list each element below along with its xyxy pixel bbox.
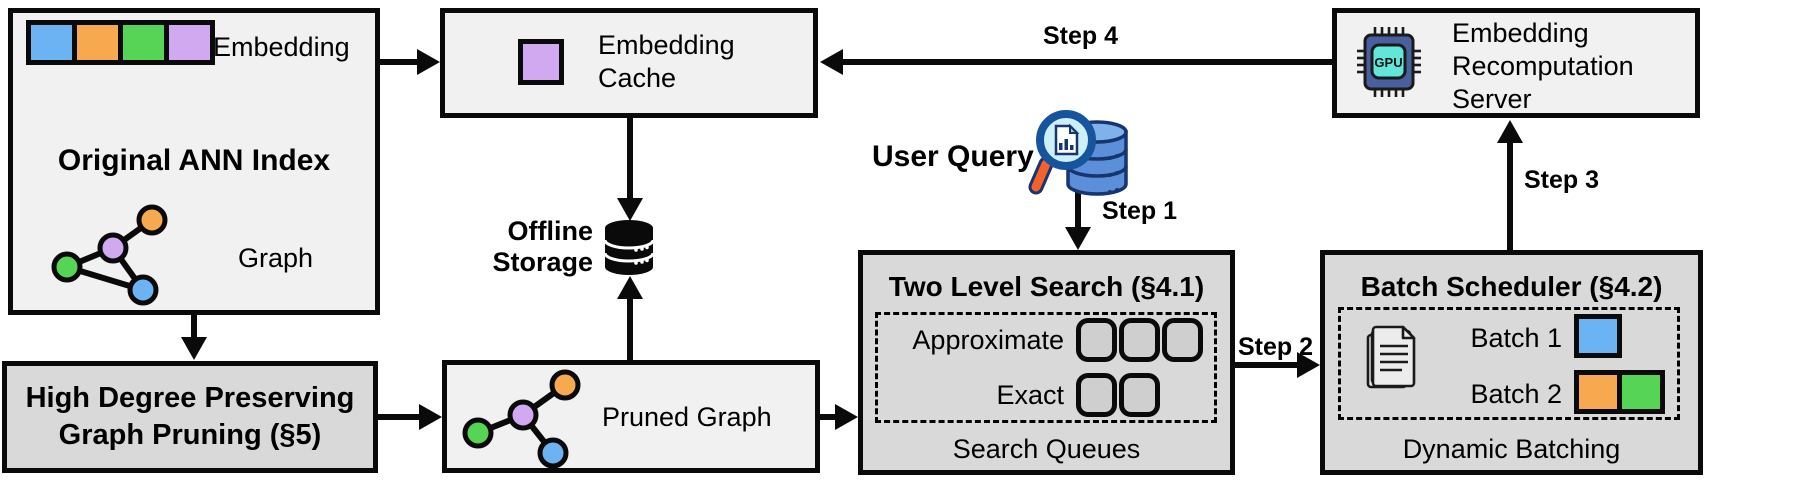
ann-graph-icon — [51, 204, 168, 306]
arrow-cache-to-storage — [617, 118, 643, 221]
cache-label-line2: Cache — [598, 63, 677, 93]
recompute-line3: Server — [1452, 84, 1532, 114]
batch2-label: Batch 2 — [1470, 379, 1562, 409]
arrow-step3 — [1497, 120, 1523, 250]
exact-row: Exact — [878, 373, 1214, 417]
original-ann-index-box: Embedding Original ANN Index Graph — [8, 8, 380, 315]
pruning-title-line2: Graph Pruning (§5) — [58, 419, 322, 451]
step2-label: Step 2 — [1238, 333, 1314, 361]
offline-storage-line1: Offline — [507, 216, 594, 246]
user-query-label: User Query — [872, 140, 1034, 173]
exact-queues — [1076, 373, 1160, 417]
pruned-graph-icon — [462, 369, 581, 469]
offline-storage-label: Offline Storage — [455, 216, 593, 278]
arrow-index-to-pruning — [181, 315, 207, 360]
batch-scheduler-box: Batch Scheduler (§4.2) Batch 1 Batch 2 — [1320, 250, 1703, 475]
embedding-cache-box: Embedding Cache — [440, 8, 818, 118]
approximate-queues — [1076, 318, 1203, 362]
cache-label-line1: Embedding — [598, 30, 735, 60]
search-queues-footer: Search Queues — [952, 434, 1141, 464]
batch-scheduler-title: Batch Scheduler (§4.2) — [1360, 271, 1663, 302]
step3-label: Step 3 — [1524, 166, 1600, 194]
offline-storage-line2: Storage — [492, 247, 593, 277]
approximate-label: Approximate — [912, 324, 1064, 355]
recompute-line1: Embedding — [1452, 18, 1589, 48]
green-embedding-chip — [123, 25, 164, 60]
blue-embedding-chip — [1579, 319, 1617, 353]
purple-embedding-chip — [169, 25, 210, 60]
queue-slot — [1162, 318, 1203, 362]
blue-embedding-chip — [31, 25, 72, 60]
graph-label: Graph — [238, 243, 314, 273]
arrow-pruned-to-search — [820, 404, 858, 430]
queue-slot — [1076, 318, 1117, 362]
two-level-search-box: Two Level Search (§4.1) Approximate Exac… — [858, 250, 1235, 475]
gpu-text: GPU — [1374, 55, 1402, 70]
batch2-chips — [1574, 370, 1665, 414]
step4-label: Step 4 — [1043, 22, 1119, 50]
green-embedding-chip — [1622, 375, 1660, 409]
database-icon — [603, 220, 655, 275]
gpu-chip-icon: GPU — [1357, 27, 1421, 97]
arrow-pruning-to-pruned-graph — [378, 404, 442, 430]
step1-label: Step 1 — [1102, 197, 1178, 225]
magnifier-database-icon — [1028, 110, 1128, 196]
dynamic-batching-footer: Dynamic Batching — [1402, 434, 1621, 464]
search-queues-panel: Approximate Exact — [875, 312, 1217, 423]
queue-slot — [1119, 318, 1160, 362]
arrow-step4 — [820, 49, 1332, 75]
embedding-vector-strip — [26, 20, 215, 65]
pruned-graph-box: Pruned Graph — [442, 360, 820, 473]
exact-label: Exact — [996, 379, 1064, 410]
recompute-line2: Recomputation — [1452, 51, 1634, 81]
original-index-title: Original ANN Index — [57, 144, 331, 177]
queue-slot — [1076, 373, 1117, 417]
arrow-pruned-to-storage — [617, 276, 643, 360]
dynamic-batching-panel: Batch 1 Batch 2 — [1338, 307, 1680, 420]
recomputation-server-box: GPU Embedding Recomputation Server — [1332, 8, 1700, 118]
batch1-chips — [1574, 314, 1622, 358]
documents-icon — [1366, 325, 1416, 389]
queue-slot — [1119, 373, 1160, 417]
orange-embedding-chip — [77, 25, 118, 60]
two-level-search-title: Two Level Search (§4.1) — [888, 271, 1205, 302]
embedding-label: Embedding — [213, 32, 350, 62]
purple-embedding-chip — [523, 44, 559, 80]
orange-embedding-chip — [1579, 375, 1617, 409]
batch1-label: Batch 1 — [1470, 323, 1562, 353]
cached-embedding-chip — [518, 39, 564, 85]
arrow-index-to-cache — [380, 49, 440, 75]
approximate-row: Approximate — [878, 318, 1214, 362]
high-degree-pruning-box: High Degree Preserving Graph Pruning (§5… — [2, 361, 378, 473]
recomputation-server-label: Embedding Recomputation Server — [1452, 17, 1634, 116]
pruned-graph-label: Pruned Graph — [602, 402, 772, 432]
cache-label: Embedding Cache — [598, 29, 735, 95]
pruning-title-line1: High Degree Preserving — [25, 382, 355, 414]
